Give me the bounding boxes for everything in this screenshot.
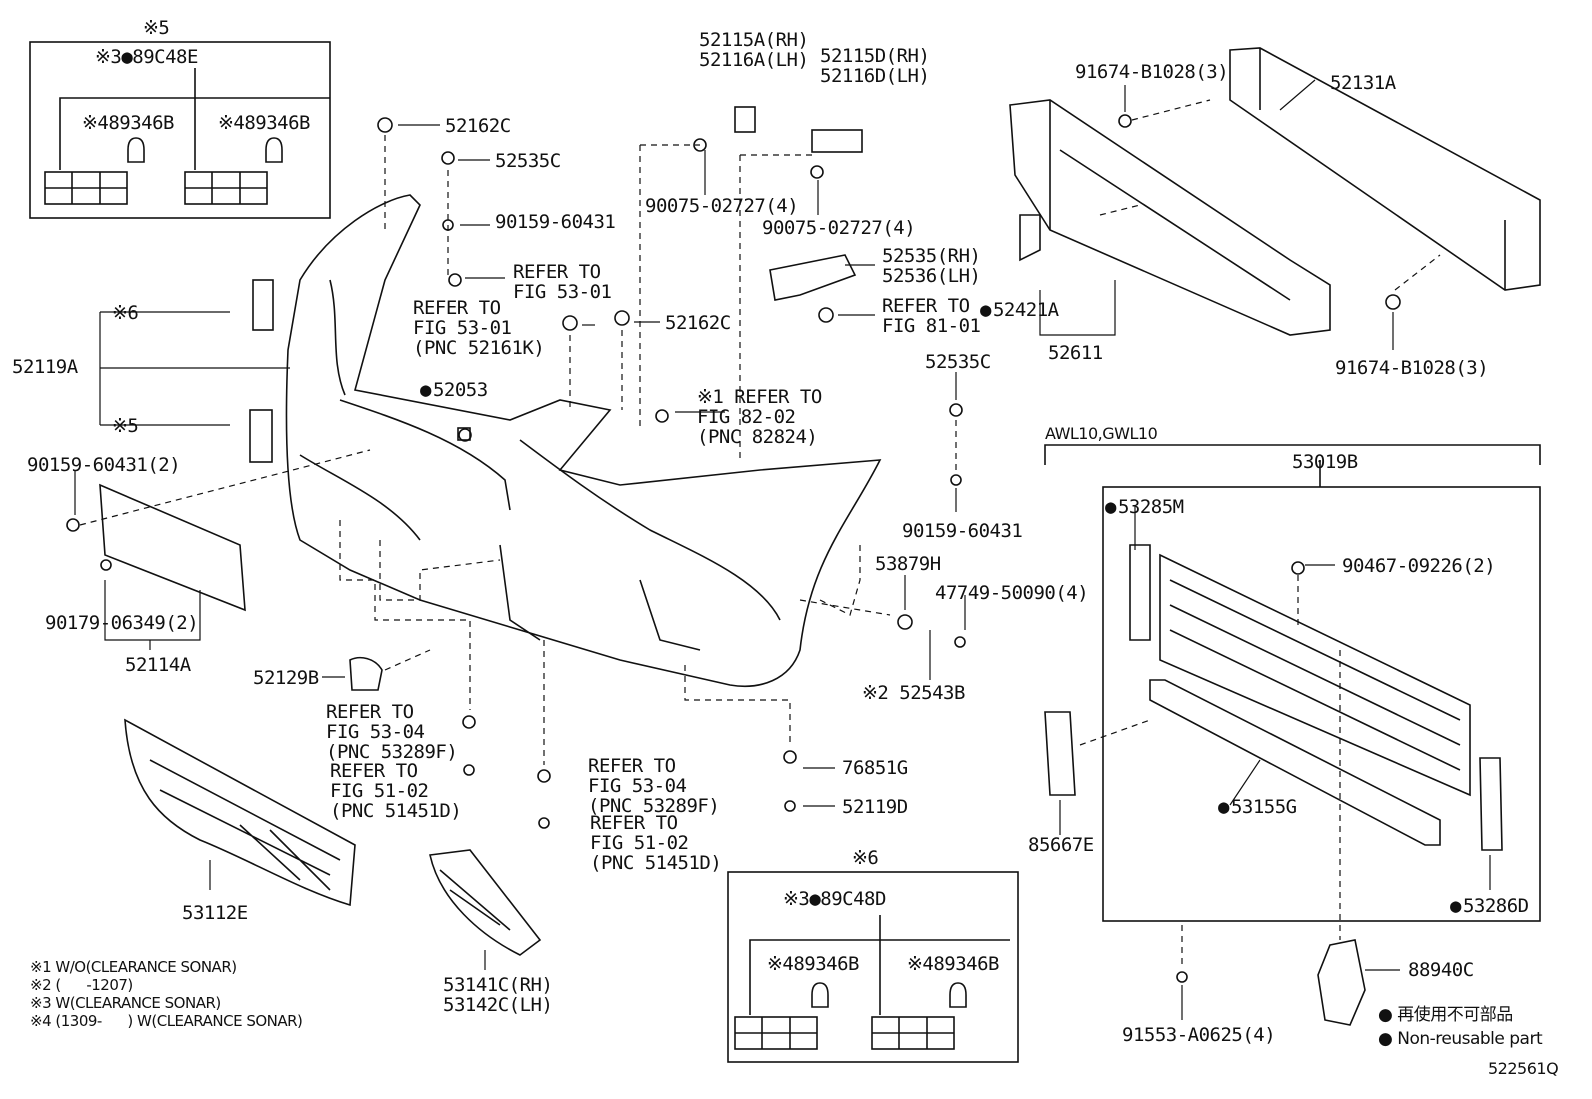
refer-fig-51-02-b: REFER TO FIG 51-02 (PNC 51451D) — [590, 812, 722, 874]
part-53879h: 53879H — [875, 553, 941, 575]
part-52115d-52116d: 52115D(RH) 52116D(LH) — [820, 45, 930, 87]
part-52114a: 52114A — [125, 654, 191, 676]
part-53286d: 53286D — [1450, 896, 1529, 916]
part-52115a-52116a: 52115A(RH) 52116A(LH) — [699, 29, 809, 71]
part-52535c-top: 52535C — [495, 150, 561, 172]
absorber-outline — [1009, 99, 1331, 336]
part-52131a: 52131A — [1330, 72, 1396, 94]
part-52535-52536: 52535(RH) 52536(LH) — [882, 245, 981, 287]
part-53155g: 53155G — [1218, 797, 1297, 817]
bumper-cover-outline — [285, 194, 882, 687]
part-53141c-53142c: 53141C(RH) 53142C(LH) — [443, 974, 553, 1016]
note-5-sensor-left: ※489346B — [82, 112, 175, 134]
side-grille-outline — [429, 849, 542, 956]
refer-fig-53-01-b: REFER TO FIG 53-01 (PNC 52161K) — [413, 297, 545, 359]
refer-fig-53-04-a: REFER TO FIG 53-04 (PNC 53289F) — [326, 701, 458, 763]
part-90159-60431-top: 90159-60431 — [495, 211, 616, 233]
part-52535c-mid: 52535C — [925, 351, 991, 373]
part-90159-60431-mid: 90159-60431 — [902, 520, 1023, 542]
part-90467-09226: 90467-09226(2) — [1342, 555, 1496, 577]
part-76851g: 76851G — [842, 757, 908, 779]
part-53112e: 53112E — [182, 902, 248, 924]
refer-fig-53-01-a: REFER TO FIG 53-01 — [513, 261, 612, 303]
model-code: AWL10,GWL10 — [1045, 424, 1158, 443]
refer-fig-53-04-b: REFER TO FIG 53-04 (PNC 53289F) — [588, 755, 720, 817]
refer-fig-81-01: REFER TO FIG 81-01 — [882, 295, 981, 337]
note-5-left: ※5 — [112, 415, 139, 437]
part-88940c: 88940C — [1408, 959, 1474, 981]
note-5-kit-code: ※3●89C48E — [95, 46, 198, 68]
part-52053: 52053 — [420, 380, 488, 400]
inset-box-5 — [29, 41, 331, 219]
part-52611: 52611 — [1048, 342, 1103, 364]
part-52421a: 52421A — [980, 300, 1059, 320]
legend-japanese: ● 再使用不可部品 — [1378, 1005, 1513, 1025]
refer-fig-82-02: ※1 REFER TO FIG 82-02 (PNC 82824) — [697, 386, 822, 448]
license-bracket-outline — [99, 483, 246, 612]
part-91553-a0625: 91553-A0625(4) — [1122, 1024, 1276, 1046]
part-52162c-mid: 52162C — [665, 312, 731, 334]
part-91674-b1028-bottom: 91674-B1028(3) — [1335, 357, 1489, 379]
note-6-sensor-left: ※489346B — [767, 953, 860, 975]
footnote-1: ※1 W/O(CLEARANCE SONAR) — [30, 958, 237, 976]
part-52119a: 52119A — [12, 356, 78, 378]
note-5-sensor-right: ※489346B — [218, 112, 311, 134]
awl-bracket — [1044, 444, 1541, 465]
figure-code: 522561Q — [1488, 1059, 1559, 1078]
footnote-3: ※3 W(CLEARANCE SONAR) — [30, 994, 221, 1012]
part-53285m: 53285M — [1105, 497, 1184, 517]
note-5-label: ※5 — [143, 17, 170, 39]
footnote-4: ※4 (1309- ) W(CLEARANCE SONAR) — [30, 1012, 303, 1030]
lower-grille-outline — [124, 718, 356, 907]
part-90075-02727-b: 90075-02727(4) — [762, 217, 916, 239]
part-47749-50090: 47749-50090(4) — [935, 582, 1089, 604]
part-52119d: 52119D — [842, 796, 908, 818]
refer-fig-51-02-a: REFER TO FIG 51-02 (PNC 51451D) — [330, 760, 462, 822]
radiator-shutter-box — [1102, 486, 1541, 922]
part-53019b: 53019B — [1292, 451, 1358, 473]
part-52129b: 52129B — [253, 667, 319, 689]
footnote-2: ※2 ( -1207) — [30, 976, 133, 994]
inset-box-6 — [727, 871, 1019, 1063]
part-52543b: ※2 52543B — [862, 682, 965, 704]
part-52162c-top: 52162C — [445, 115, 511, 137]
part-85667e: 85667E — [1028, 834, 1094, 856]
note-6-sensor-right: ※489346B — [907, 953, 1000, 975]
part-91674-b1028-top: 91674-B1028(3) — [1075, 61, 1229, 83]
part-90075-02727-a: 90075-02727(4) — [645, 195, 799, 217]
footnotes: ※1 W/O(CLEARANCE SONAR) ※2 ( -1207) ※3 W… — [30, 958, 303, 1030]
part-90179-06349: 90179-06349(2) — [45, 612, 199, 634]
legend-english: ● Non-reusable part — [1378, 1029, 1543, 1049]
part-90159-60431-2: 90159-60431(2) — [27, 454, 181, 476]
note-6-kit-code: ※3●89C48D — [783, 888, 886, 910]
note-6-label: ※6 — [852, 847, 879, 869]
note-6-left: ※6 — [112, 302, 139, 324]
